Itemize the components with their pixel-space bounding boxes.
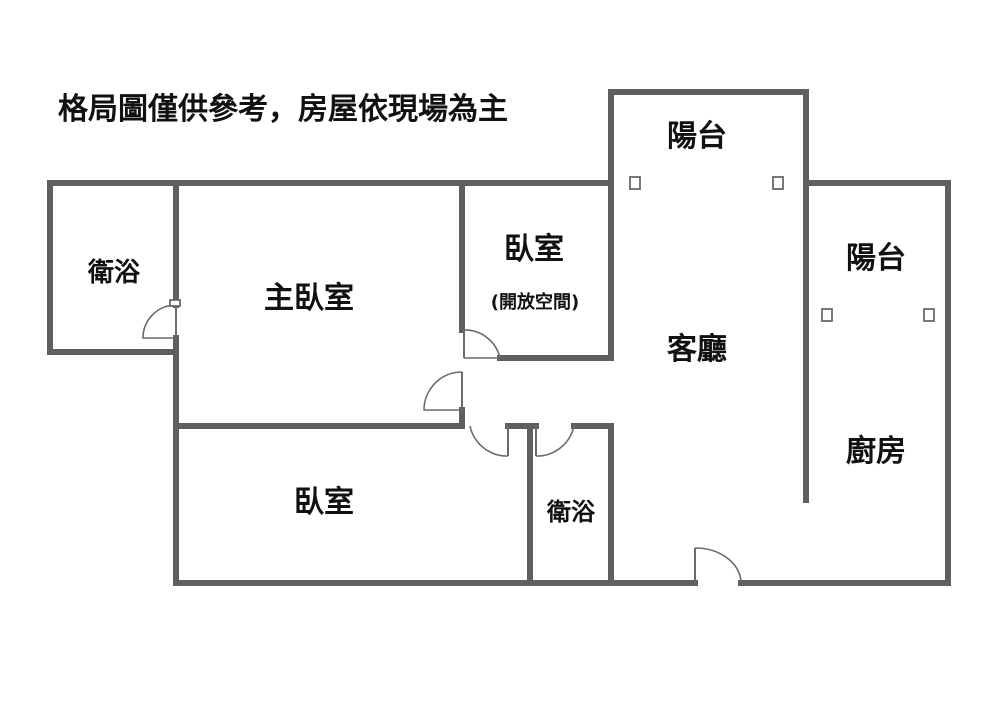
label-kitchen: 廚房: [846, 434, 906, 469]
label-living-room: 客廳: [667, 332, 727, 367]
label-balcony-right: 陽台: [846, 241, 906, 276]
door-bedroom-bottom: [469, 425, 509, 457]
label-bedroom-bottom: 臥室: [294, 485, 354, 520]
label-bedroom-open-note: (開放空間): [491, 291, 579, 313]
label-balcony-top: 陽台: [667, 119, 727, 154]
label-master-bedroom: 主臥室: [264, 281, 354, 316]
label-bath-left: 衛浴: [87, 258, 141, 288]
doors: [142, 299, 742, 584]
door-left-bath: [142, 299, 181, 339]
door-bath-center: [535, 425, 575, 457]
wall-left-bath: [47, 180, 179, 355]
room-labels: 陽台 陽台 衛浴 主臥室 臥室 (開放空間) 客廳 廚房 臥室 衛浴: [87, 119, 906, 526]
door-entrance: [694, 547, 742, 584]
wall-balcony-top: [608, 89, 809, 186]
window-jambs: [629, 176, 935, 322]
disclaimer-title: 格局圖僅供參考，房屋依現場為主: [58, 92, 508, 127]
wall-bedroom-bottom: [173, 423, 533, 586]
label-bedroom-open: 臥室: [504, 232, 564, 267]
label-bath-center: 衛浴: [546, 498, 596, 526]
door-bedroom-open: [463, 329, 502, 359]
walls: [47, 89, 951, 586]
door-master: [423, 371, 463, 411]
